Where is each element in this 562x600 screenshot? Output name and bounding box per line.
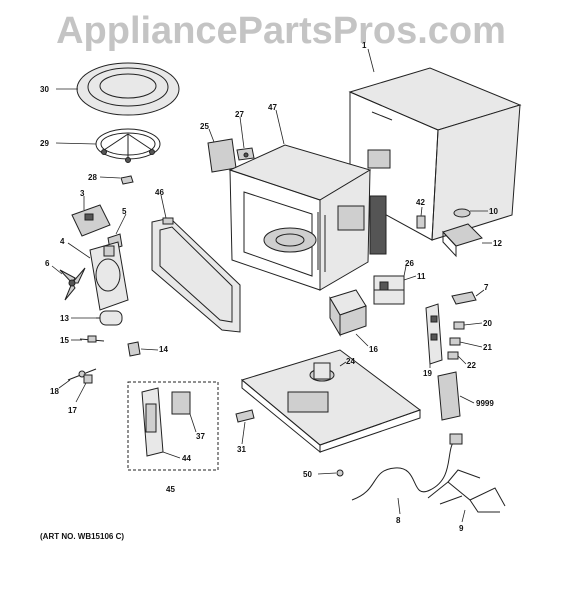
- callout-9: 9: [459, 524, 464, 533]
- callout-37: 37: [196, 432, 205, 441]
- art-number: (ART NO. WB15106 C): [40, 532, 125, 541]
- callout-22: 22: [467, 361, 476, 370]
- label-sheet: [207, 138, 237, 173]
- callout-46: 46: [155, 188, 164, 197]
- callout-14: 14: [159, 345, 168, 354]
- callout-20: 20: [483, 319, 492, 328]
- wire-harness: [427, 469, 506, 513]
- callout-3: 3: [80, 189, 85, 198]
- callout-6: 6: [45, 259, 50, 268]
- cavity-chassis: [228, 144, 387, 291]
- callout-26: 26: [405, 259, 414, 268]
- fan-motor-housing: [89, 241, 129, 311]
- mounting-clip: [127, 341, 141, 357]
- callout-17: 17: [68, 406, 77, 415]
- callout-13: 13: [60, 314, 69, 323]
- interlock-switches: [447, 321, 465, 360]
- diode: [79, 335, 105, 343]
- callout-47: 47: [268, 103, 277, 112]
- callout-42: 42: [416, 198, 425, 207]
- callout-1: 1: [362, 41, 367, 50]
- power-cord: [351, 433, 463, 501]
- high-voltage-transformer: [329, 289, 367, 337]
- waveguide-cover: [442, 223, 483, 258]
- door-switch: [416, 215, 426, 229]
- callout-45: 45: [166, 485, 175, 494]
- callout-18: 18: [50, 387, 59, 396]
- turntable-coupler: [120, 175, 134, 185]
- capacitor: [96, 310, 123, 326]
- owners-manual: [437, 371, 461, 421]
- fan-blade: [59, 267, 86, 301]
- door: [151, 217, 241, 333]
- leader-lines: [51, 48, 492, 523]
- callout-8: 8: [396, 516, 401, 525]
- control-panel-assembly-box: [127, 381, 219, 471]
- callout-31: 31: [237, 445, 246, 454]
- callout-4: 4: [60, 237, 65, 246]
- hinge-bracket: [236, 147, 255, 161]
- callout-19: 19: [423, 369, 432, 378]
- callout-7: 7: [484, 283, 489, 292]
- roller-ring: [95, 128, 161, 163]
- control-board: [71, 204, 111, 237]
- foot: [336, 469, 344, 477]
- stirrer-motor: [453, 208, 471, 218]
- callout-25: 25: [200, 122, 209, 131]
- callout-28: 28: [88, 173, 97, 182]
- magnetron: [373, 275, 405, 305]
- latch-lever: [451, 291, 477, 305]
- callout-29: 29: [40, 139, 49, 148]
- latch-board: [425, 303, 443, 365]
- callout-12: 12: [493, 239, 502, 248]
- callout-9999: 9999: [476, 399, 494, 408]
- callout-11: 11: [417, 272, 426, 281]
- callout-labels: 1 3 4 5 6 7 8 9 10 11 12 13 14 15 16 17 …: [40, 41, 502, 533]
- outer-cabinet: [348, 67, 522, 241]
- callout-5: 5: [122, 207, 127, 216]
- callout-16: 16: [369, 345, 378, 354]
- callout-44: 44: [182, 454, 191, 463]
- glass-tray: [76, 62, 180, 116]
- callout-10: 10: [489, 207, 498, 216]
- callout-21: 21: [483, 343, 492, 352]
- callout-30: 30: [40, 85, 49, 94]
- callout-15: 15: [60, 336, 69, 345]
- thermal-fuse: [67, 368, 97, 381]
- callout-27: 27: [235, 110, 244, 119]
- watermark: AppliancePartsPros.com: [56, 10, 506, 52]
- temperature-sensor: [83, 374, 93, 384]
- callout-24: 24: [346, 357, 355, 366]
- callout-50: 50: [303, 470, 312, 479]
- base-plate: [240, 349, 422, 454]
- base-bracket: [235, 409, 255, 423]
- control-panel-board: [171, 391, 191, 415]
- control-panel: [141, 387, 164, 457]
